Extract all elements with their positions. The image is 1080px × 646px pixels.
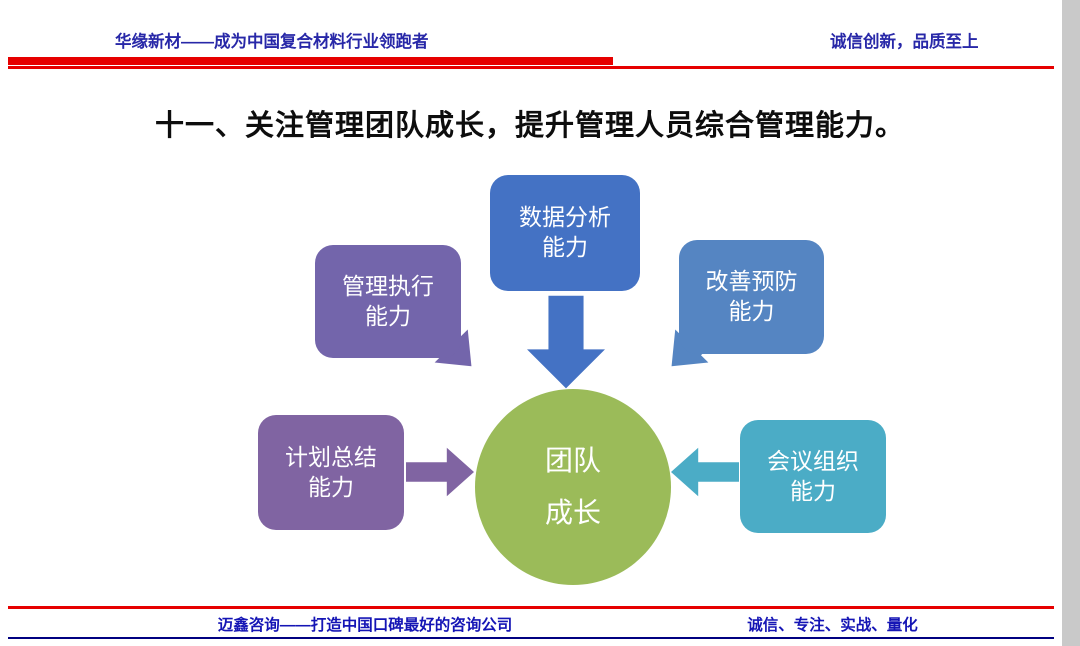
node-meeting-organization-label-line2: 能力 [790,477,836,504]
node-meeting-organization-label-line1: 会议组织 [767,447,859,474]
footer-red-divider-line [8,606,1054,609]
node-management-execution-label-line2: 能力 [365,302,411,329]
right-gray-margin [1062,0,1080,646]
node-plan-summary: 计划总结 能力 [258,415,404,530]
node-management-execution-label-line1: 管理执行 [342,272,434,299]
node-data-analysis-label-line2: 能力 [542,234,588,260]
arrow-down-shape [527,295,605,389]
arrow-right-icon [406,447,474,497]
node-data-analysis: 数据分析 能力 [490,175,640,291]
node-plan-summary-label-line1: 计划总结 [285,443,377,470]
header-red-divider-line [8,66,1054,69]
node-improvement-prevention-label-line1: 改善预防 [705,268,798,295]
footer-company-text: 迈鑫咨询——打造中国口碑最好的咨询公司 [217,617,513,634]
footer-navy-line [8,637,1054,639]
arrow-right-shape [406,447,474,497]
center-circle-team-growth: 团队 成长 [475,389,671,585]
node-management-execution: 管理执行 能力 [315,245,461,358]
footer-values-text: 诚信、专注、实战、量化 [747,617,918,634]
arrow-left-shape [671,447,739,497]
arrow-down-icon [527,295,605,389]
node-meeting-organization: 会议组织 能力 [740,420,886,533]
node-improvement-prevention: 改善预防 能力 [679,240,824,354]
center-circle-label-line1: 团队 [544,445,601,477]
node-plan-summary-label-line2: 能力 [308,473,354,500]
header-brand-text: 华缘新材——成为中国复合材料行业领跑者 [115,33,429,51]
slide-title: 十一、关注管理团队成长，提升管理人员综合管理能力。 [154,110,905,142]
arrow-left-icon [671,447,739,497]
header-red-accent-bar [8,57,613,65]
center-circle-label-line2: 成长 [544,497,601,528]
header-slogan-text: 诚信创新，品质至上 [830,33,979,51]
node-improvement-prevention-label-line2: 能力 [728,298,775,324]
node-data-analysis-label-line1: 数据分析 [519,204,611,231]
